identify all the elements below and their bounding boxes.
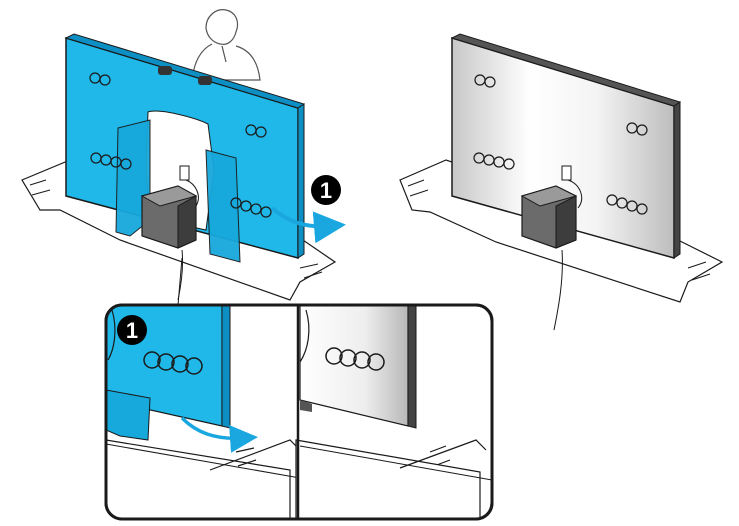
- left-top-clip-2: [198, 76, 212, 85]
- right-tv-group: [400, 34, 722, 330]
- left-stand-box: [142, 186, 196, 248]
- right-stand-box: [522, 186, 576, 248]
- step-badge-inset-text: 1: [126, 318, 138, 343]
- step-badge-inset: 1: [117, 315, 147, 345]
- detail-inset: 1: [106, 258, 492, 519]
- left-tv-group: [22, 10, 335, 300]
- step-badge-main: 1: [311, 175, 341, 205]
- left-top-clip-1: [158, 66, 172, 75]
- person-icon: [192, 10, 260, 80]
- step-badge-main-text: 1: [320, 178, 332, 203]
